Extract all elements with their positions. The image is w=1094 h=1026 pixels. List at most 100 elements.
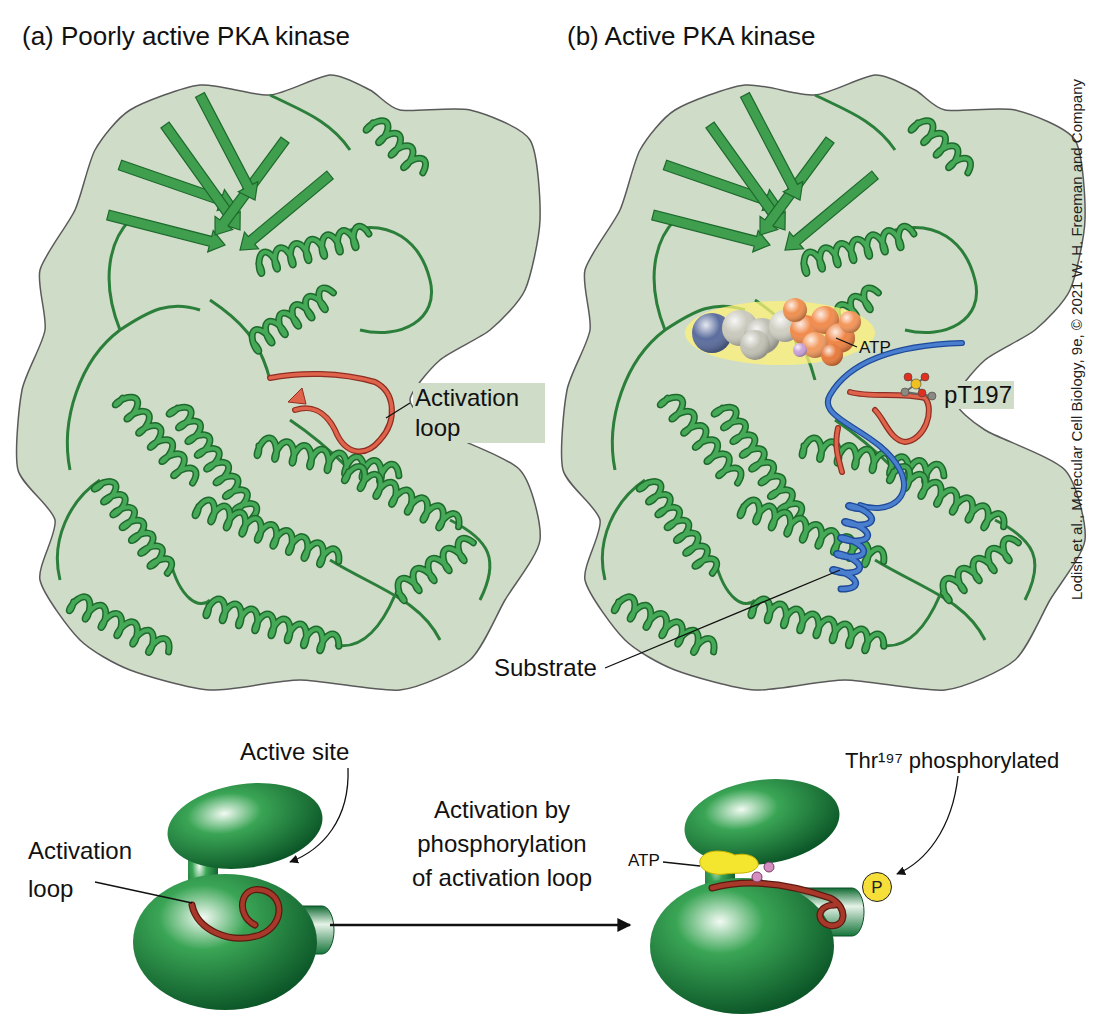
pointer-arrow (897, 776, 958, 874)
phospho-atom (901, 388, 909, 396)
c-lobe (650, 878, 834, 1014)
alpha-helix (889, 466, 1004, 528)
atom-shade (740, 330, 770, 360)
coil-loop (995, 520, 1035, 600)
helix-outline (206, 599, 339, 651)
leader-line (386, 403, 410, 418)
alpha-helix (804, 226, 914, 273)
alpha-helix (195, 500, 339, 565)
phosphate-symbol: P (871, 879, 882, 896)
helix-outline (69, 597, 169, 653)
callout-label: ATP (628, 851, 660, 871)
alpha-helix (206, 599, 339, 651)
activation-loop (270, 374, 392, 452)
atp-atom (821, 344, 843, 366)
helix-outline (259, 226, 369, 273)
alpha-helix (69, 597, 169, 653)
coil-loop (57, 480, 100, 580)
atom-shade (839, 311, 861, 333)
leader-line (95, 882, 192, 903)
helix-outline (911, 121, 970, 173)
atp-molecule (700, 851, 758, 874)
alpha-helix (911, 121, 970, 173)
leader-line (663, 862, 700, 866)
alpha-helix (259, 226, 369, 273)
callout-label: Activation loop (413, 383, 545, 443)
substrate-peptide (828, 343, 962, 508)
phospho-atom (918, 389, 926, 397)
helix-outline (751, 599, 884, 651)
atp-atom (740, 330, 770, 360)
helix-outline (366, 121, 425, 173)
helix-outline (614, 597, 714, 653)
helix-outline (804, 226, 914, 273)
activation-loop (192, 889, 279, 938)
helix-outline (639, 482, 716, 574)
loop-outline (192, 889, 279, 938)
pointer-arrow (290, 768, 348, 862)
coil-loop (335, 595, 395, 646)
callout-label: Active site (240, 738, 349, 766)
alpha-helix (366, 121, 425, 173)
callout-label: Thr¹⁹⁷ phosphorylated (845, 748, 1059, 773)
coil-loop (880, 595, 940, 646)
callout-label: ATP (859, 338, 891, 358)
alpha-helix (943, 538, 1018, 600)
copyright-note: Lodish et al., Molecular Cell Biology, 9… (1068, 79, 1085, 600)
coil-loop (602, 480, 645, 580)
arrow-label: Activation by phosphorylation of activat… (407, 793, 597, 895)
beta-strand (741, 93, 803, 200)
atp-atom (839, 311, 861, 333)
alpha-helix (344, 466, 459, 528)
magnesium-ion (764, 862, 774, 872)
atp-atom (783, 298, 807, 322)
helix-outline (344, 466, 459, 528)
n-lobe (679, 770, 845, 875)
helix-outline (943, 538, 1018, 600)
helix-outline (252, 288, 333, 351)
helix-outline (195, 500, 339, 565)
alpha-helix (398, 538, 473, 600)
phospho-atom (928, 392, 936, 400)
atom-shade (793, 343, 807, 357)
n-lobe (162, 774, 328, 879)
leader-line (836, 338, 857, 347)
activation-loop (270, 374, 392, 452)
beta-strand (196, 93, 258, 200)
loop-arrowhead (288, 388, 306, 404)
coil-loop (450, 520, 490, 600)
phospho-atom (921, 373, 929, 381)
ribbon-structure (602, 93, 1035, 653)
coil-loop (67, 306, 200, 470)
activation-loop (836, 428, 842, 472)
ribbon-structure (57, 93, 490, 653)
c-lobe (133, 874, 317, 1010)
kinase-cartoon (650, 770, 864, 1014)
coil-loop (350, 227, 432, 332)
kinase-cartoon (133, 774, 334, 1010)
pointer-arrow (330, 924, 630, 927)
activation-loop (836, 428, 842, 472)
coil-loop (654, 220, 675, 330)
loop-outline (712, 883, 843, 926)
phosphate-circle: P (862, 872, 892, 902)
helix-outline (889, 466, 1004, 528)
atom-shade (821, 344, 843, 366)
alpha-helix (252, 288, 333, 351)
coil-loop (715, 560, 755, 604)
coil-loop (109, 220, 130, 330)
atom-shade (783, 298, 807, 322)
callout-label: Substrate (494, 654, 597, 682)
atp-glow (685, 301, 875, 365)
phospho-atom (904, 373, 912, 381)
phospho-atom (911, 379, 921, 389)
coil-loop (210, 300, 270, 380)
panel-title: (a) Poorly active PKA kinase (22, 22, 350, 52)
activation-loop (712, 883, 843, 926)
helix-outline (398, 538, 473, 600)
panel-title: (b) Active PKA kinase (567, 22, 816, 52)
callout-label: pT197 (942, 381, 1014, 409)
callout-label: Activation loop (28, 832, 156, 908)
beta-strand (652, 210, 770, 252)
